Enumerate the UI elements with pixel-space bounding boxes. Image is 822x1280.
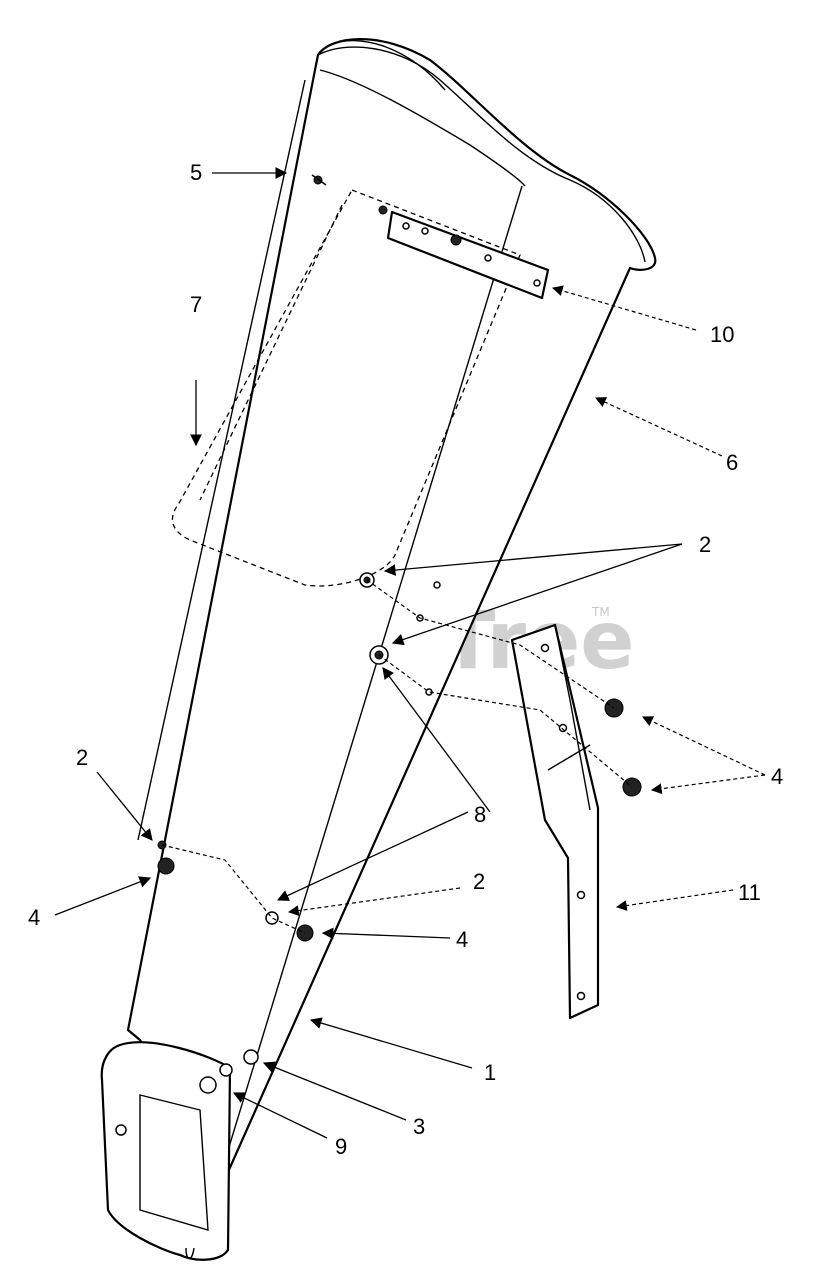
flap-part-7	[171, 189, 521, 587]
washer-icon	[219, 1063, 233, 1077]
base-flange-part-9	[100, 1041, 233, 1261]
hole-icon	[558, 723, 568, 733]
callout-9: 9	[335, 1134, 347, 1159]
callout-4-left: 4	[28, 905, 40, 930]
callout-labels: 5 7 10 6 2 4 2 8 2 11 4 4 1 3 9	[28, 160, 783, 1159]
hole-icon	[533, 279, 541, 287]
callout-1: 1	[484, 1060, 496, 1085]
callout-10: 10	[710, 322, 734, 347]
screw-icon	[378, 205, 388, 215]
bracket-part-10	[378, 205, 550, 300]
callout-4-right: 4	[771, 764, 783, 789]
chute-part-6	[126, 38, 657, 1187]
callout-3: 3	[413, 1114, 425, 1139]
hole-icon	[433, 581, 441, 589]
hole-icon	[576, 890, 586, 900]
callout-2-lower: 2	[473, 869, 485, 894]
bolt-icon	[265, 911, 279, 925]
nut-icon	[243, 1049, 259, 1065]
callout-6: 6	[726, 450, 738, 475]
callout-arrows	[54, 167, 766, 1139]
callout-2-left: 2	[76, 745, 88, 770]
screw-icon	[450, 234, 462, 246]
hole-icon	[484, 254, 492, 262]
nut-icon	[157, 857, 175, 875]
callout-11: 11	[738, 880, 761, 905]
screw-part-5	[311, 174, 327, 186]
hole-icon	[576, 991, 586, 1001]
hole-icon	[402, 222, 410, 230]
hole-icon	[199, 1076, 217, 1094]
hole-icon	[540, 643, 550, 653]
callout-2-upper: 2	[699, 532, 711, 557]
callout-8: 8	[474, 802, 486, 827]
hole-icon	[421, 227, 429, 235]
assembly-lines	[161, 579, 633, 934]
hole-icon	[115, 1124, 127, 1136]
callout-7: 7	[190, 292, 202, 317]
watermark-trademark: TM	[591, 605, 610, 619]
bracket-part-11	[510, 623, 600, 1020]
callout-5: 5	[190, 160, 202, 185]
callout-4-center: 4	[456, 927, 468, 952]
